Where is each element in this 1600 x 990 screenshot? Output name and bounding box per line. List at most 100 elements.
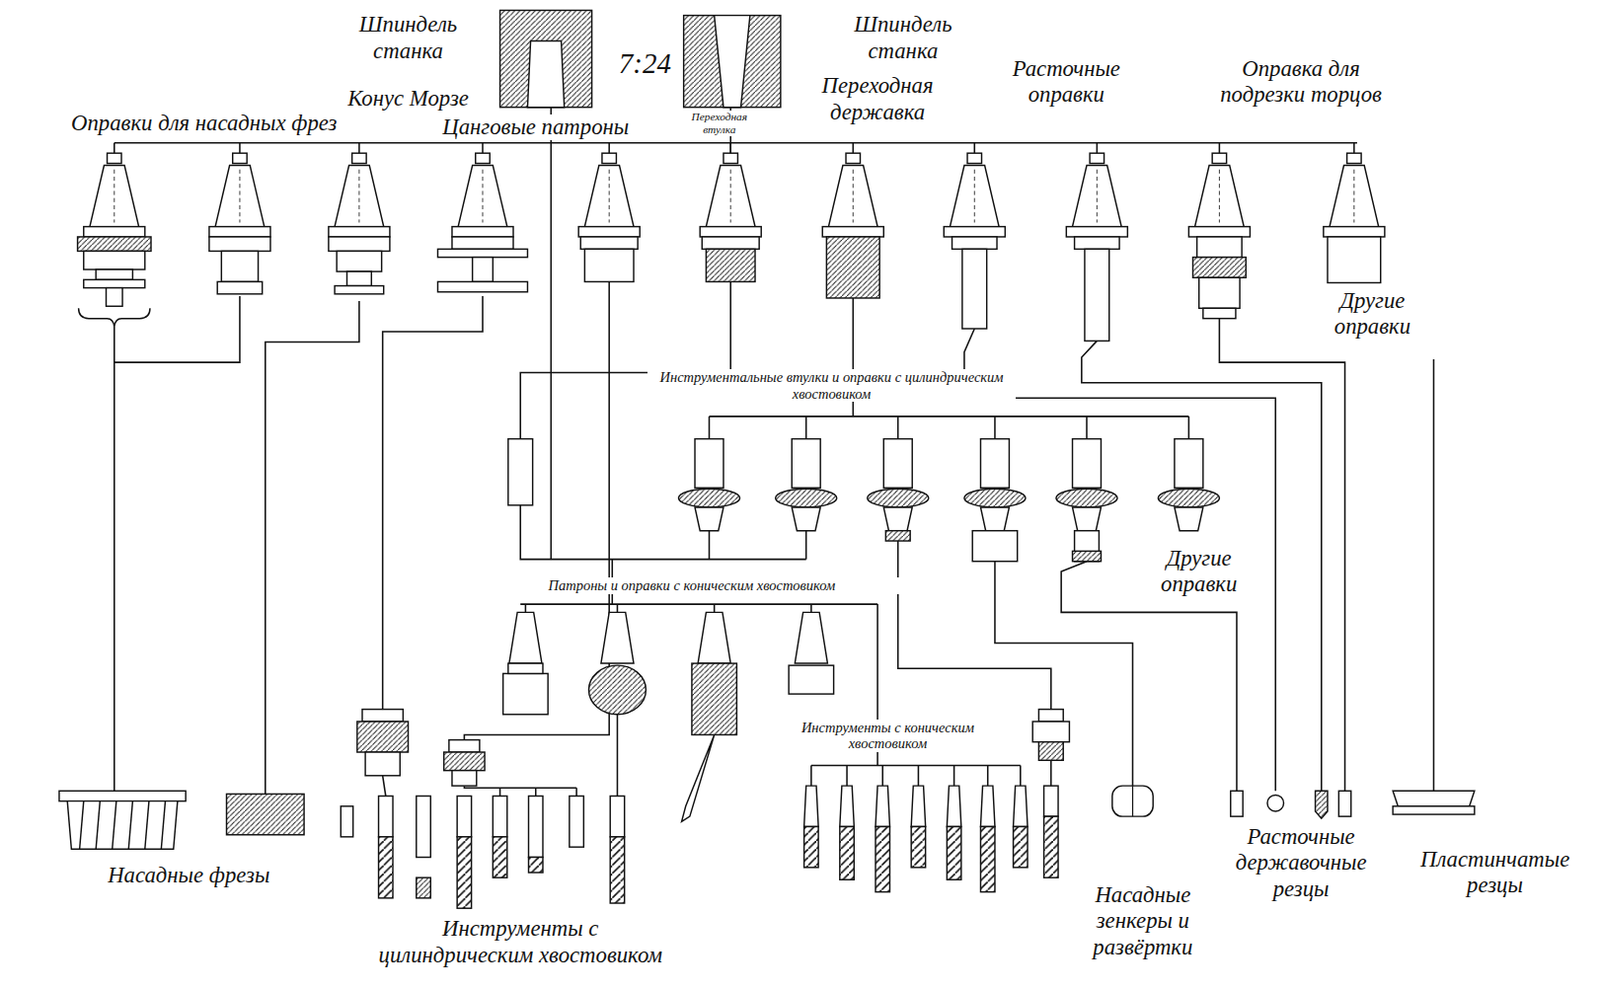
- holder-body: [438, 248, 529, 257]
- holder-flange: [578, 227, 640, 237]
- holder-body: [472, 257, 494, 283]
- collet-chuck: [452, 770, 477, 787]
- holder-body: [221, 250, 258, 282]
- tree-line: [499, 787, 502, 796]
- holder-body: [336, 250, 381, 272]
- sleeve-nose: [1072, 507, 1102, 532]
- label-text: Инструменты с коническим хвостовиком: [770, 719, 1006, 753]
- reamer-flutes: [1044, 816, 1059, 878]
- tree-line: [549, 107, 552, 560]
- holder-body: [83, 279, 146, 288]
- tree-line: [382, 775, 386, 797]
- tool-flutes: [946, 826, 961, 880]
- spindle-724: [684, 15, 781, 108]
- label-text: Переходная державка: [795, 73, 959, 125]
- label-text: Оправка для подрезки торцов: [1199, 56, 1404, 108]
- sleeve-shank: [1174, 439, 1204, 489]
- holder-knob: [107, 152, 122, 163]
- label-text: 7:24: [609, 47, 681, 80]
- chuck-body: [691, 663, 737, 735]
- holder-body: [346, 271, 372, 286]
- tree-line: [113, 143, 116, 153]
- holder-knob: [475, 152, 490, 163]
- tool-flutes: [457, 837, 471, 909]
- tree-line: [1096, 143, 1099, 153]
- mill-tooth: [145, 801, 150, 850]
- boring-tool: [1267, 794, 1285, 812]
- holder-body: [1084, 248, 1110, 341]
- holder-body: [452, 236, 514, 249]
- tool-flutes: [804, 826, 819, 867]
- tree-line: [1433, 359, 1436, 791]
- holder-body: [1203, 307, 1236, 318]
- plate-cutter: [1392, 806, 1475, 815]
- holder-body: [438, 281, 529, 292]
- shell-reamer-line: [1132, 785, 1134, 817]
- holder-body: [962, 248, 988, 329]
- label-text: Цанговые патроны: [418, 114, 654, 141]
- tree-line: [953, 764, 956, 786]
- holder-body: [217, 281, 262, 294]
- holder-knob: [967, 152, 982, 163]
- axis-line: [609, 169, 610, 224]
- tree-line: [1188, 416, 1191, 440]
- tool-shank: [569, 795, 584, 847]
- label-text: Насадные фрезы: [61, 862, 316, 889]
- boring-tool: [1338, 790, 1351, 817]
- holder-body: [77, 236, 152, 251]
- axis-line: [852, 169, 854, 224]
- holder-taper: [949, 165, 999, 228]
- tool-flutes: [529, 856, 543, 873]
- sleeve-nose: [791, 507, 821, 532]
- axis-line: [238, 169, 240, 224]
- tree-line: [729, 143, 732, 153]
- label-text: Пластинчатые резцы: [1418, 846, 1572, 899]
- holder-taper: [334, 165, 384, 228]
- disc-mill: [227, 793, 305, 835]
- tool-cone-shank: [911, 785, 925, 827]
- tree-line: [1019, 764, 1022, 786]
- holder-flange: [1188, 227, 1250, 237]
- tree-line: [520, 505, 806, 560]
- label-text: Переходная втулка: [673, 110, 765, 137]
- label-text: Инструменты с цилиндрическим хвостовиком: [367, 915, 674, 968]
- holder-knob: [1347, 152, 1362, 163]
- axis-line: [1353, 169, 1355, 224]
- holder-knob: [232, 152, 247, 163]
- holder-flange: [209, 227, 271, 237]
- chuck-neck: [508, 663, 543, 674]
- taper-bore: [714, 15, 751, 108]
- label-text: Шпиндель станка: [841, 11, 965, 64]
- tree-line: [608, 143, 610, 153]
- tool-cone-shank: [980, 785, 994, 827]
- tool-flutes: [379, 837, 393, 899]
- holder-taper: [457, 165, 508, 228]
- spindle-morse: [500, 9, 593, 107]
- tree-line: [481, 143, 484, 153]
- axis-line: [730, 169, 732, 224]
- tree-line: [1219, 143, 1221, 153]
- holder-knob: [352, 152, 367, 163]
- tree-line: [810, 764, 813, 786]
- sleeve-shank: [694, 439, 724, 489]
- chuck-body: [788, 665, 834, 694]
- holder-flange: [822, 227, 884, 237]
- sleeve-nose: [980, 507, 1009, 532]
- holder-taper: [1329, 165, 1379, 228]
- sleeve-flange: [867, 488, 929, 508]
- small-tool: [340, 806, 353, 838]
- tree-line: [265, 301, 360, 794]
- morse-bore: [527, 40, 564, 107]
- tree-line: [811, 764, 1021, 767]
- tool-shank: [492, 795, 507, 837]
- tool-flutes: [492, 837, 507, 878]
- sleeve-body: [972, 531, 1017, 562]
- holder-taper: [1072, 165, 1123, 228]
- holder-body: [826, 236, 880, 299]
- tree-line: [708, 415, 1189, 418]
- chuck-body: [503, 673, 548, 714]
- holder-knob: [845, 152, 860, 163]
- axis-line: [974, 169, 976, 224]
- tree-line: [713, 604, 716, 612]
